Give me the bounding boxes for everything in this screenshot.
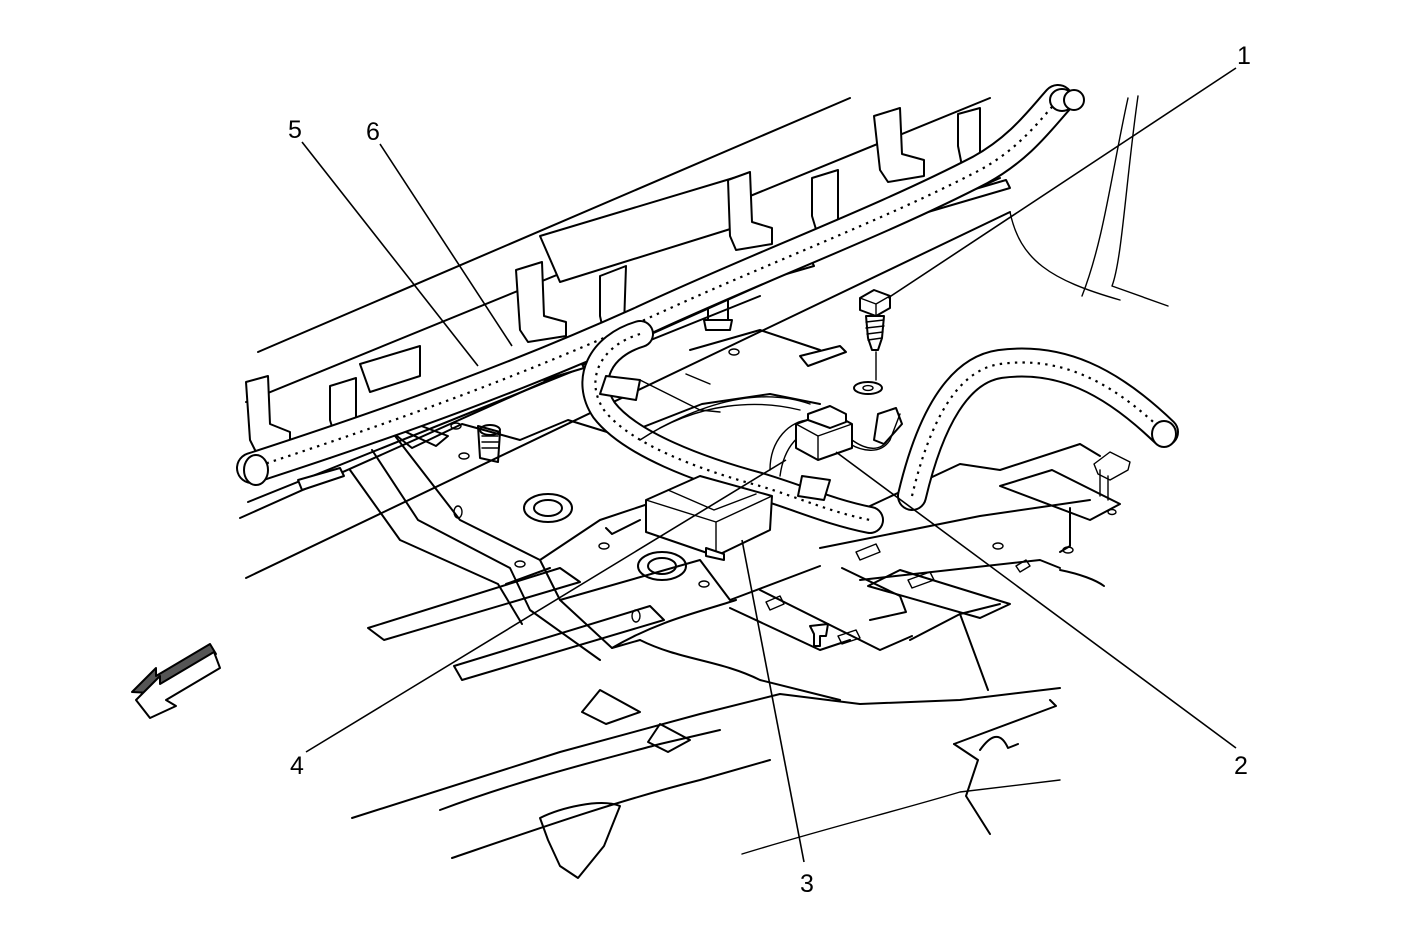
callout-5: 5 bbox=[288, 116, 302, 144]
leader-3 bbox=[741, 539, 805, 863]
callout-4: 4 bbox=[290, 752, 304, 780]
leader-1 bbox=[887, 67, 1237, 299]
callout-leaders bbox=[301, 67, 1237, 863]
callout-1: 1 bbox=[1237, 42, 1251, 70]
electronic-control-module bbox=[605, 475, 773, 561]
floor-pan-structure bbox=[239, 95, 1169, 879]
upper-harness-conduit bbox=[236, 84, 1085, 486]
leader-5 bbox=[301, 141, 479, 367]
floor-harness-loop bbox=[581, 320, 901, 534]
front-arrow-icon bbox=[131, 643, 221, 719]
right-branch-conduit bbox=[897, 347, 1179, 511]
leader-4 bbox=[305, 459, 787, 753]
leader-6 bbox=[379, 143, 513, 347]
callout-labels: 1 2 3 4 5 6 bbox=[288, 42, 1251, 898]
callout-3: 3 bbox=[800, 870, 814, 898]
callout-2: 2 bbox=[1234, 752, 1248, 780]
harness-standoff-clips bbox=[245, 107, 1011, 491]
mounting-bolt bbox=[853, 289, 891, 395]
leader-2 bbox=[835, 451, 1237, 749]
callout-6: 6 bbox=[366, 118, 380, 146]
harness-connector bbox=[795, 405, 903, 461]
